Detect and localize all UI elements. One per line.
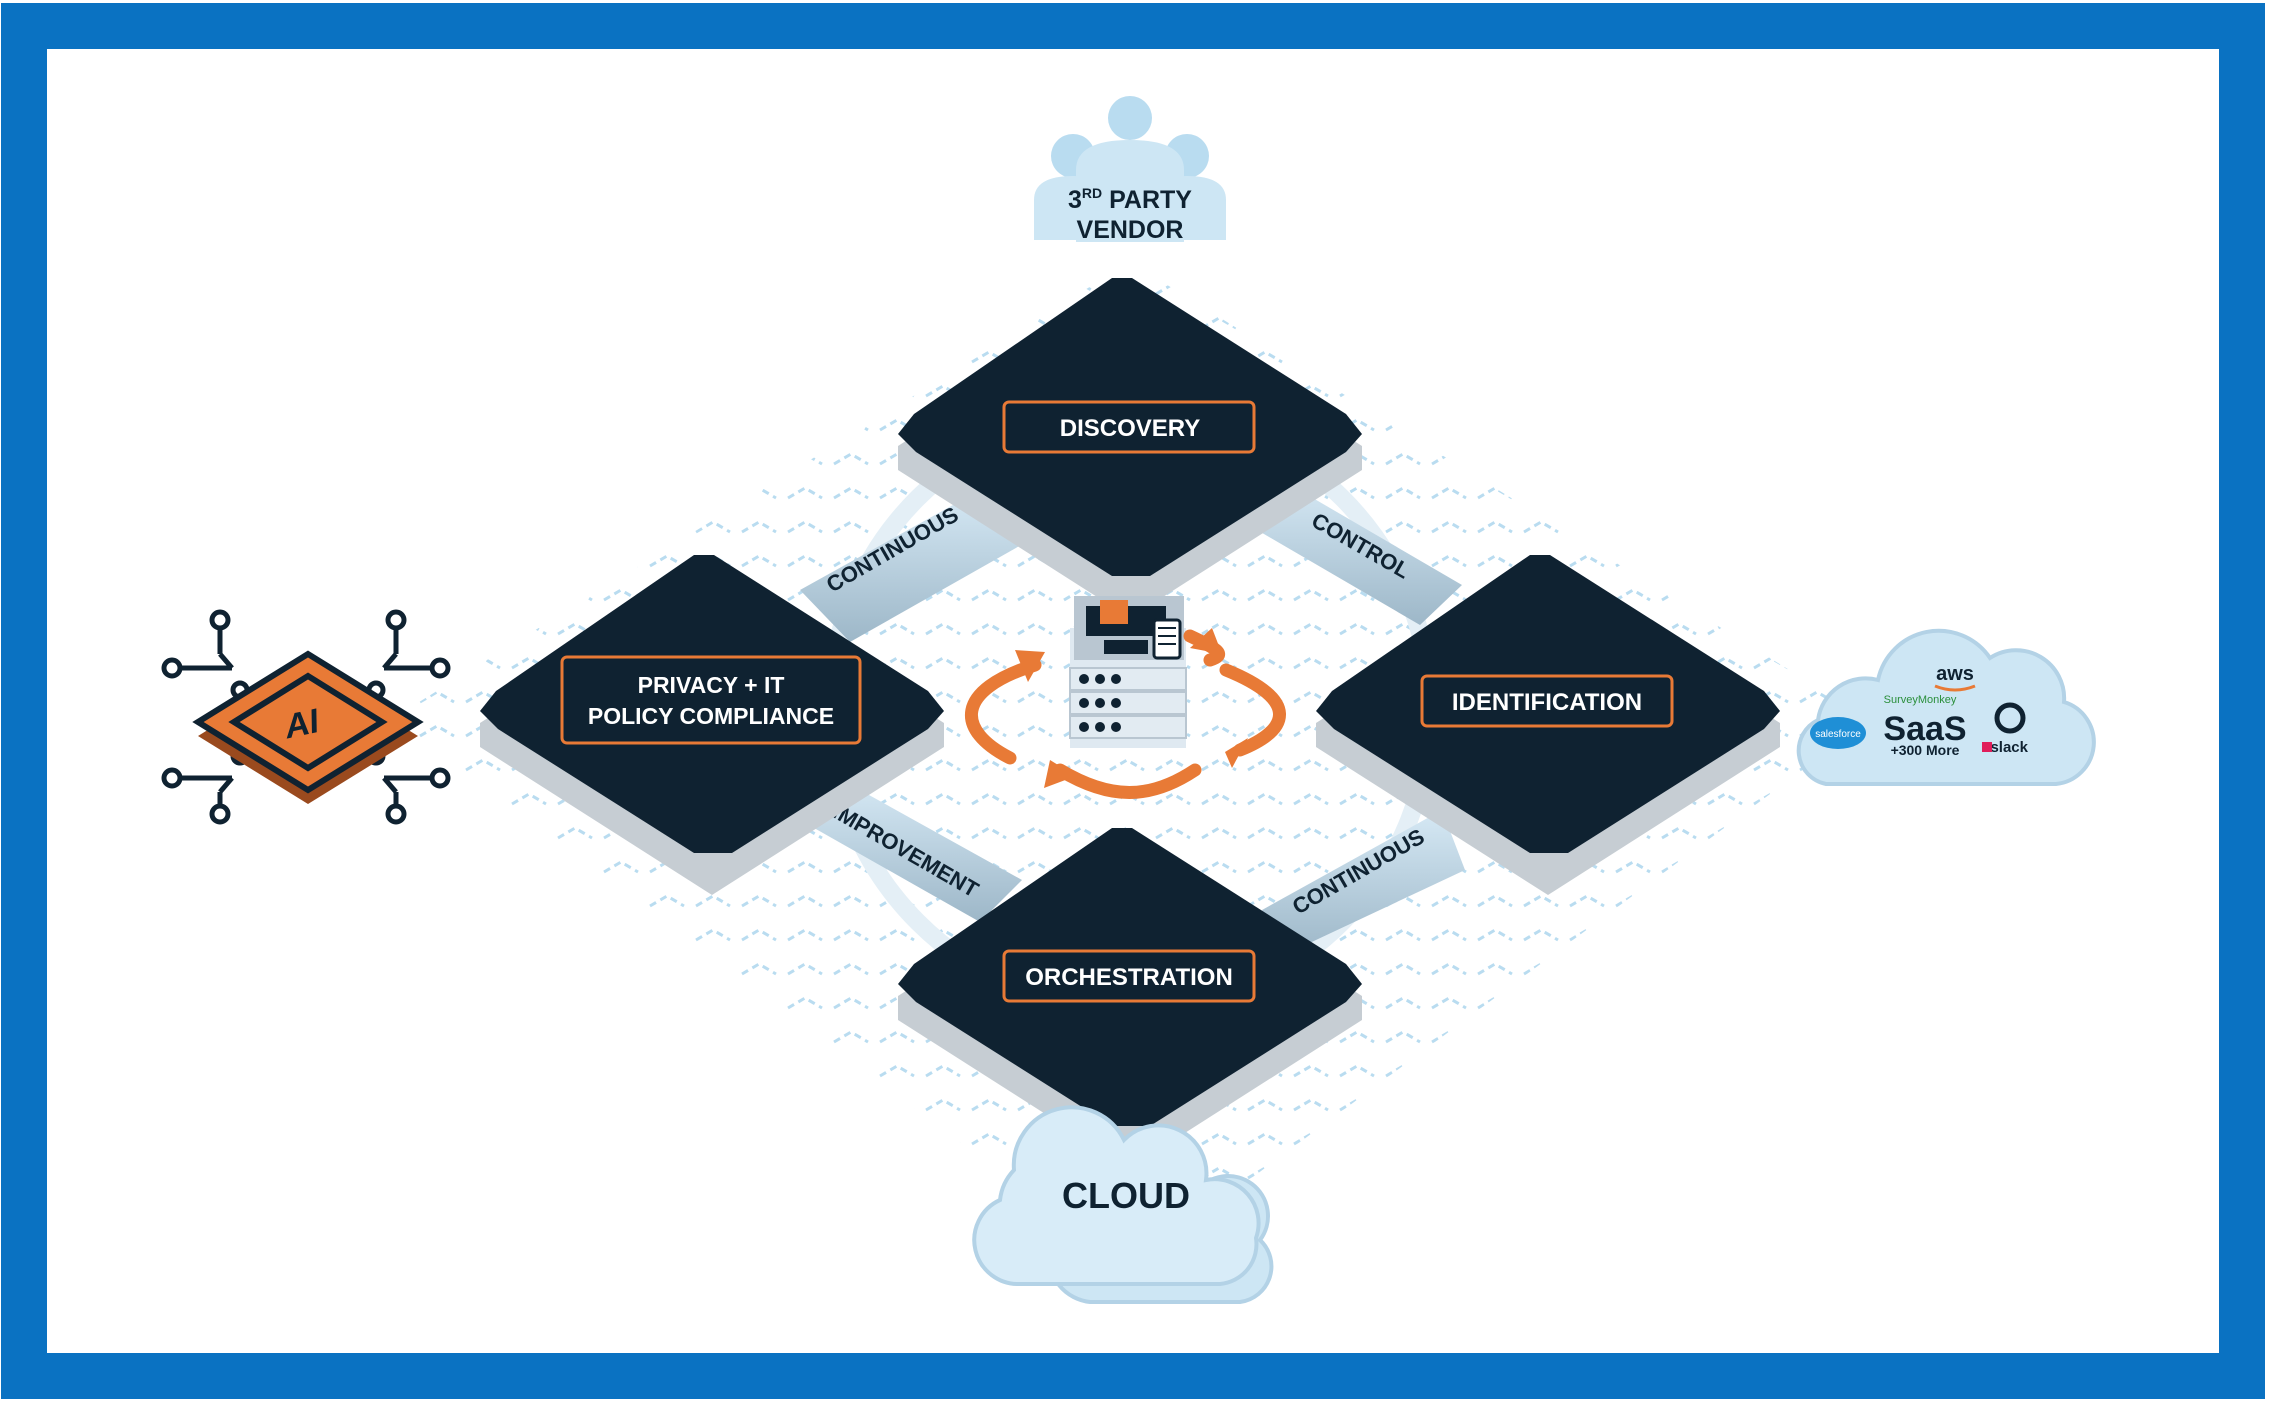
node-discovery: DISCOVERY bbox=[898, 278, 1362, 618]
cloud-label: CLOUD bbox=[1062, 1175, 1190, 1216]
node-privacy-label-line2: POLICY COMPLIANCE bbox=[588, 703, 834, 729]
ai-chip-icon: AI bbox=[161, 609, 451, 825]
vendor-label-line2: VENDOR bbox=[1077, 216, 1184, 244]
node-privacy-label-line1: PRIVACY + IT bbox=[638, 672, 785, 698]
node-orchestration: ORCHESTRATION bbox=[898, 828, 1362, 1168]
saas-more-label: +300 More bbox=[1891, 742, 1960, 758]
aws-logo: aws bbox=[1936, 663, 1974, 685]
slack-logo: slack bbox=[1990, 739, 2028, 756]
server-icon bbox=[1069, 596, 1187, 748]
cloud-icon: CLOUD bbox=[972, 1105, 1274, 1304]
salesforce-logo: salesforce bbox=[1815, 729, 1861, 740]
slack-icon bbox=[1982, 742, 1992, 752]
background-grid bbox=[390, 262, 1870, 1268]
vendor-icon: 3RD PARTY VENDOR bbox=[1034, 96, 1226, 244]
github-icon bbox=[1994, 702, 2026, 734]
outer-frame bbox=[1, 3, 2265, 1399]
saas-title: SaaS bbox=[1883, 710, 1966, 748]
node-orchestration-label: ORCHESTRATION bbox=[1025, 964, 1233, 991]
node-identification-label: IDENTIFICATION bbox=[1452, 689, 1642, 716]
saas-cloud-icon: aws SurveyMonkey salesforce SaaS +300 Mo… bbox=[1796, 628, 2096, 786]
vendor-label-line1: 3RD PARTY bbox=[1068, 185, 1192, 214]
node-identification: IDENTIFICATION bbox=[1316, 555, 1780, 895]
node-discovery-label: DISCOVERY bbox=[1060, 415, 1200, 442]
node-privacy-compliance: PRIVACY + IT POLICY COMPLIANCE bbox=[480, 555, 944, 895]
cycle-arrows bbox=[965, 628, 1286, 799]
surveymonkey-logo: SurveyMonkey bbox=[1884, 694, 1957, 706]
